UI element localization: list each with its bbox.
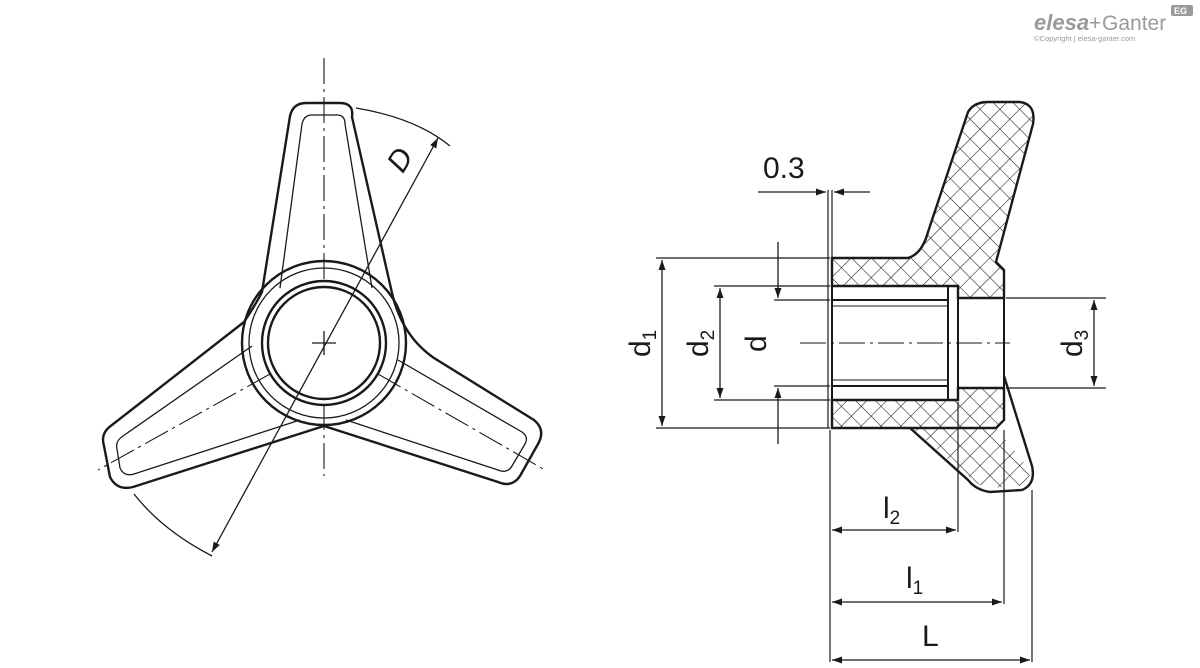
extension-lines [656,190,1106,662]
dimension-lines [658,188,1098,664]
thread-lines [832,305,948,381]
knob-outline [101,101,543,490]
logo-plus: + [1089,12,1101,35]
front-view [97,58,546,557]
label-d3: d3 [1056,330,1093,357]
label-l2: l2 [883,492,900,529]
arm-inner-outline-right [345,359,528,472]
section-lower-arm-fill [912,428,1030,488]
section-view [656,100,1106,664]
dimension-labels: 0.3 d1 d2 d d3 l2 l1 L [624,152,1093,653]
label-L: L [922,620,939,653]
D-dimension-line [211,137,439,553]
label-d1: d1 [624,330,661,357]
logo-badge-text: EG [1174,6,1187,16]
center-lines [97,58,546,476]
section-lower-arm [909,375,1035,494]
D-arc-top [355,107,451,147]
label-l1: l1 [906,562,923,599]
label-d: d [740,335,773,352]
logo-copyright: ©Copyright | elesa-ganter.com [1034,34,1135,43]
logo-badge [1171,5,1193,16]
section-lower-material [830,386,1006,430]
logo-elesa: elesa [1034,10,1089,35]
D-arc-bottom [133,493,213,557]
label-d2: d2 [682,330,719,357]
label-gap: 0.3 [763,152,805,185]
logo-ganter: Ganter [1102,12,1166,35]
section-upper-material [830,100,1035,300]
elesa-ganter-logo: elesa + Ganter EG ©Copyright | elesa-gan… [1034,5,1193,43]
label-D: D [381,142,420,178]
